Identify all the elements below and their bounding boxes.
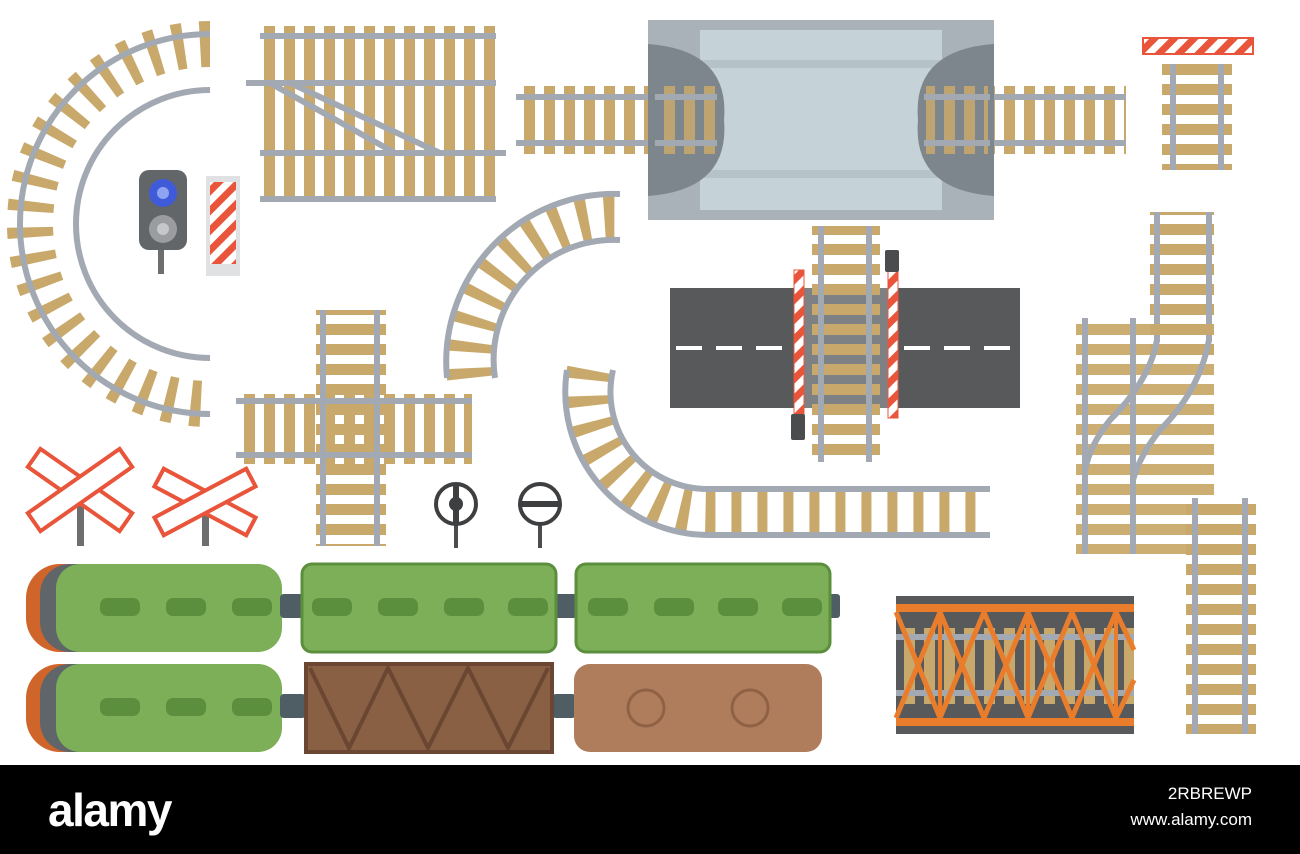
tunnel-icon — [516, 20, 1126, 220]
switch-track-icon — [246, 26, 506, 202]
brand-logo: alamy — [48, 784, 172, 836]
level-crossing-icon — [670, 226, 1020, 462]
image-id: 2RBREWP — [1167, 784, 1252, 803]
curved-track-icon — [562, 365, 990, 539]
tank-car-icon — [574, 664, 822, 752]
straight-track-long — [1186, 498, 1256, 734]
crossing-sign-icon — [151, 466, 259, 546]
cross-track-icon — [236, 310, 472, 546]
boxcar-icon — [304, 662, 554, 754]
passenger-car-icon — [300, 562, 558, 654]
locomotive-icon — [26, 564, 282, 652]
straight-track-short — [1162, 64, 1232, 170]
coupler — [280, 694, 576, 718]
railway-elements-illustration — [7, 20, 1256, 754]
crossing-sign-icon — [25, 446, 135, 546]
curved-track-icon — [7, 21, 211, 427]
warning-post-icon — [206, 176, 240, 276]
curved-track-icon — [443, 190, 621, 381]
locomotive-icon — [26, 664, 282, 752]
traffic-light-icon — [139, 170, 187, 274]
coupler — [280, 594, 840, 618]
round-signal-icon — [434, 482, 478, 548]
barrier-icon — [1142, 37, 1254, 55]
passenger-car-icon — [574, 562, 832, 654]
footer-url: www.alamy.com — [1130, 810, 1252, 829]
round-signal-icon — [518, 482, 562, 548]
bridge-track-icon — [893, 596, 1137, 734]
watermark-footer: alamy 2RBREWP www.alamy.com — [0, 765, 1300, 854]
